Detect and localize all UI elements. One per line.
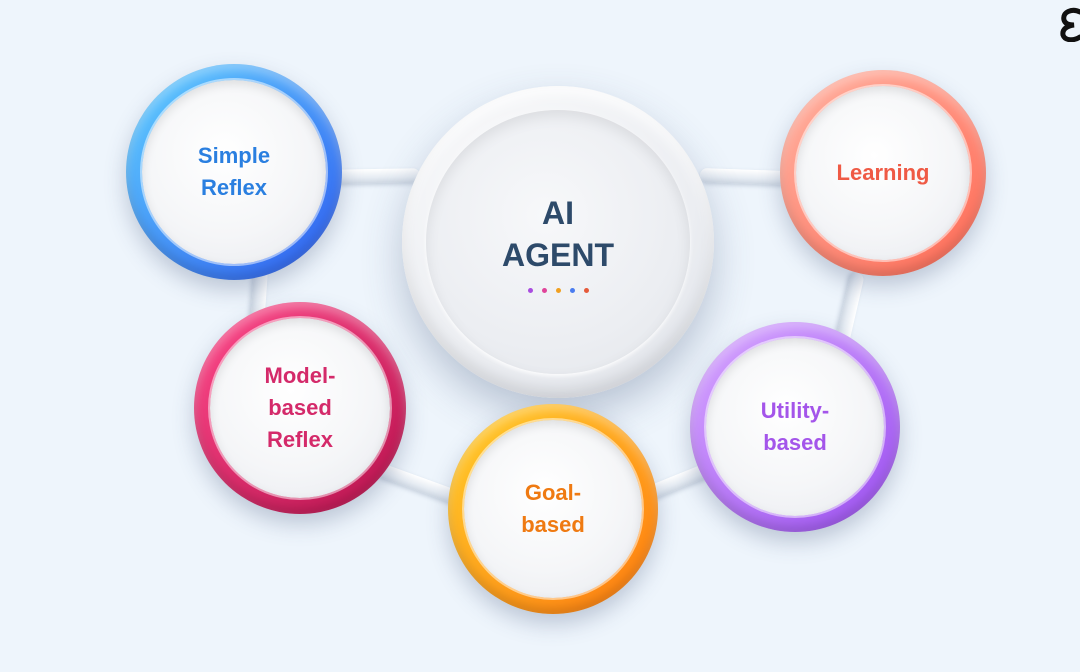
utility-based-face: Utility- based [706, 338, 884, 516]
utility-based-node: Utility- based [690, 322, 900, 532]
goal-based-face: Goal- based [464, 420, 642, 598]
ai-agent-dot [569, 287, 575, 293]
ai-agent-dot [527, 287, 533, 293]
utility-based-label: Utility- based [760, 398, 830, 455]
simple-reflex-node: Simple Reflex [126, 64, 342, 280]
model-based-reflex-face: Model- based Reflex [210, 318, 390, 498]
goal-based-label: Goal- based [521, 480, 585, 537]
learning-label: Learning [836, 160, 930, 185]
goal-based-node: Goal- based [448, 404, 658, 614]
ai-agent-node-face: AI AGENT [426, 110, 690, 374]
ai-agent-dot [541, 287, 547, 293]
learning-face: Learning [796, 86, 970, 260]
simple-reflex-label: Simple Reflex [197, 143, 271, 200]
brand-logo-icon [1060, 7, 1080, 42]
model-based-reflex-label: Model- based Reflex [264, 363, 336, 452]
model-based-reflex-node: Model- based Reflex [194, 302, 406, 514]
ai-agent-title: AI AGENT [502, 194, 614, 273]
ai-agent-dot [555, 287, 561, 293]
learning-node: Learning [780, 70, 986, 276]
ai-agent-node: AI AGENT [402, 86, 714, 398]
simple-reflex-face: Simple Reflex [142, 80, 326, 264]
ai-agent-dots [527, 287, 589, 293]
ai-agent-dot [583, 287, 589, 293]
